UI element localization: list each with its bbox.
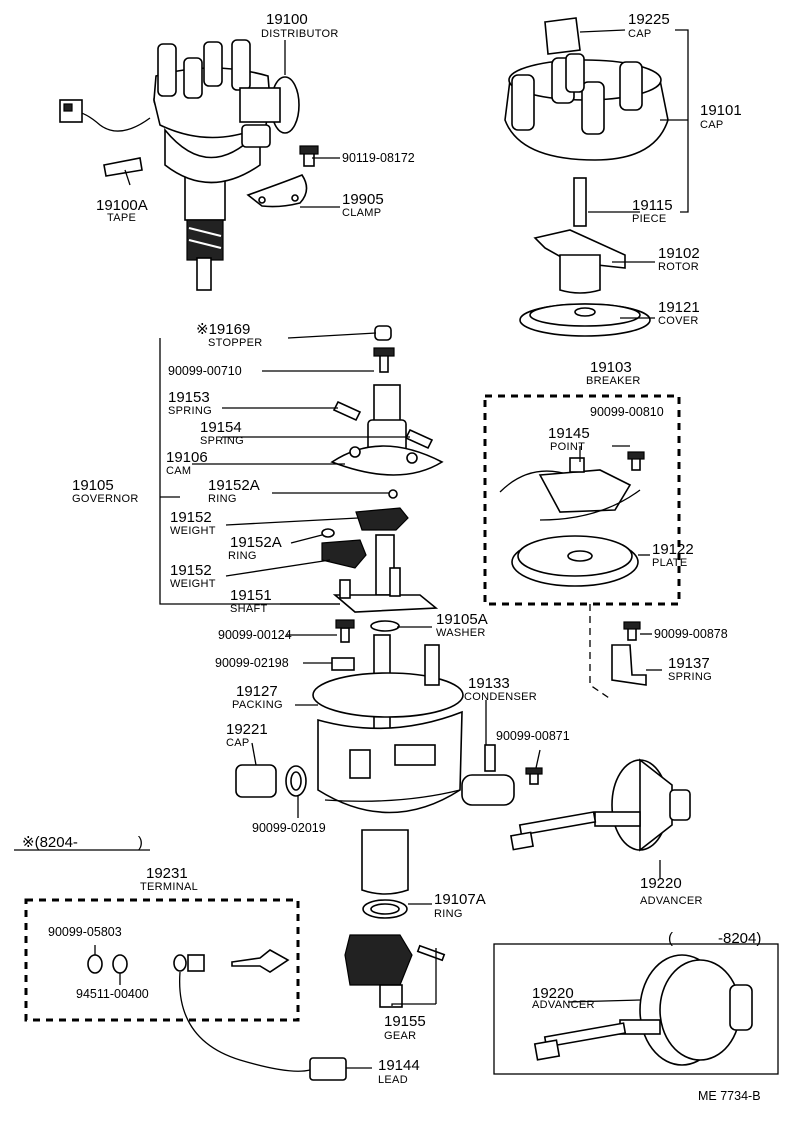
part-number-19152-first: 19152 [170,509,212,526]
part-number-19137: 19137 [668,655,710,672]
part-name-advancer-inset: ADVANCER [532,999,595,1011]
part-number-19105A: 19105A [436,611,488,628]
part-name-weight-first: WEIGHT [170,525,216,537]
part-name-cap-19101: CAP [700,119,724,131]
part-name-ring-second: RING [228,550,257,562]
part-name-spring-19137: SPRING [668,671,712,683]
housing-drawing [235,634,543,919]
cap-rotor-drawing [504,17,669,337]
part-number-19100A: 19100A [96,197,148,214]
part-name-clamp: CLAMP [342,207,381,219]
date-range-note-to: ( -8204) [668,930,761,947]
part-number-19220-main: 19220 [640,875,682,892]
part-number-90099-00871: 90099-00871 [496,729,570,743]
part-number-19102: 19102 [658,245,700,262]
part-name-rotor: ROTOR [658,261,699,273]
part-number-19121: 19121 [658,299,700,316]
part-name-condenser: CONDENSER [464,691,537,703]
part-name-packing: PACKING [232,699,283,711]
part-name-piece: PIECE [632,213,667,225]
part-name-ring-19107A: RING [434,908,463,920]
part-name-spring-19153: SPRING [168,405,212,417]
breaker-drawing [499,451,647,686]
part-number-19105: 19105 [72,477,114,494]
part-name-ring-first: RING [208,493,237,505]
part-number-19106: 19106 [166,449,208,466]
part-name-tape: TAPE [107,212,136,224]
part-name-gear: GEAR [384,1030,416,1042]
part-number-90099-00124: 90099-00124 [218,628,292,642]
part-name-terminal: TERMINAL [140,881,198,893]
clamp-drawing [246,145,319,208]
part-number-19152-second: 19152 [170,562,212,579]
diagram-reference-code: ME 7734-B [698,1089,761,1103]
part-number-19152A-first: 19152A [208,477,260,494]
part-number-19133: 19133 [468,675,510,692]
part-number-19153: 19153 [168,389,210,406]
date-range-note-from: ※(8204- ) [22,834,143,851]
terminal-drawing [87,949,347,1081]
part-number-19220-inset: 19220 [532,985,574,1002]
part-name-weight-second: WEIGHT [170,578,216,590]
part-number-19151: 19151 [230,587,272,604]
part-number-19225: 19225 [628,11,670,28]
part-number-19101: 19101 [700,102,742,119]
advancer-inset-box [493,943,779,1075]
part-number-90099-00878: 90099-00878 [654,627,728,641]
part-number-19169: ※19169 [196,321,250,338]
part-name-cap-19221: CAP [226,737,250,749]
part-number-19154: 19154 [200,419,242,436]
part-number-19155: 19155 [384,1013,426,1030]
part-name-governor: GOVERNOR [72,493,139,505]
part-name-cover: COVER [658,315,699,327]
part-number-19103: 19103 [590,359,632,376]
part-name-lead: LEAD [378,1074,408,1086]
part-name-plate: PLATE [652,557,688,569]
part-number-19122: 19122 [652,541,694,558]
part-name-washer: WASHER [436,627,486,639]
advancer-drawing [510,758,691,852]
distributor-assembly-drawing [59,39,300,291]
part-name-stopper: STOPPER [208,337,262,349]
part-number-19107A: 19107A [434,891,486,908]
part-number-90119-08172: 90119-08172 [342,151,415,165]
part-name-shaft: SHAFT [230,603,268,615]
part-name-spring-19154: SPRING [200,435,244,447]
governor-stack-drawing [321,325,444,671]
advancer-inset-drawing [533,954,753,1066]
breaker-dashed-box [483,394,681,606]
part-name-cap-19225: CAP [628,28,652,40]
part-number-19127: 19127 [236,683,278,700]
part-number-90099-00710: 90099-00710 [168,364,242,378]
part-name-breaker: BREAKER [586,375,641,387]
gear-drawing [344,934,446,1008]
part-name-advancer-main: ADVANCER [640,895,703,907]
part-number-90099-02019: 90099-02019 [252,821,326,835]
part-number-90099-05803: 90099-05803 [48,925,122,939]
part-number-90099-02198: 90099-02198 [215,656,289,670]
leader-lines [14,29,689,1069]
part-number-19221: 19221 [226,721,268,738]
part-number-19144: 19144 [378,1057,420,1074]
part-number-19100: 19100 [266,11,308,28]
part-number-19145: 19145 [548,425,590,442]
part-name-cam: CAM [166,465,191,477]
part-number-90099-00810: 90099-00810 [590,405,664,419]
terminal-dashed-box [24,898,300,1022]
part-number-19115: 19115 [632,197,673,214]
part-number-19152A-second: 19152A [230,534,282,551]
part-name-distributor: DISTRIBUTOR [261,28,339,40]
part-number-19905: 19905 [342,191,384,208]
part-name-point: POINT [550,441,585,453]
part-number-94511-00400: 94511-00400 [76,987,149,1001]
breaker-spring-dashed-link [589,604,613,701]
part-number-19231: 19231 [146,865,188,882]
